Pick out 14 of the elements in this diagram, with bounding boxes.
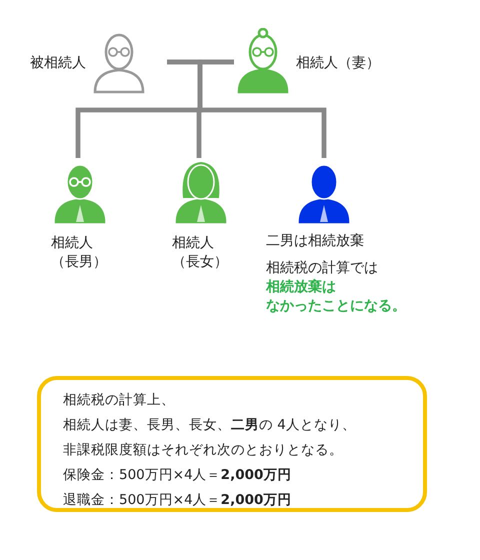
note-text: 相続放棄は: [266, 278, 336, 297]
person-label: 二男は相続放棄: [266, 232, 364, 251]
person-label: 相続人（妻）: [296, 54, 380, 72]
person-label: 相続人（長男）: [51, 234, 108, 272]
note-text: なかったことになる。: [266, 296, 406, 316]
note-text: 相続税の計算では: [266, 258, 378, 278]
person-label: 被相続人: [30, 54, 86, 72]
note-text: 保険金：500万円×4人＝2,000万円: [63, 466, 292, 485]
note-text: 非課税限度額はそれぞれ次のとおりとなる。: [63, 441, 344, 460]
person-label: 相続人（長女）: [172, 234, 229, 272]
note-box: [37, 376, 427, 512]
note-text: 相続税の計算上、: [63, 391, 176, 410]
note-text: 相続人は妻、長男、長女、二男の 4人となり、: [63, 416, 357, 435]
note-text: 退職金：500万円×4人＝2,000万円: [63, 491, 292, 510]
